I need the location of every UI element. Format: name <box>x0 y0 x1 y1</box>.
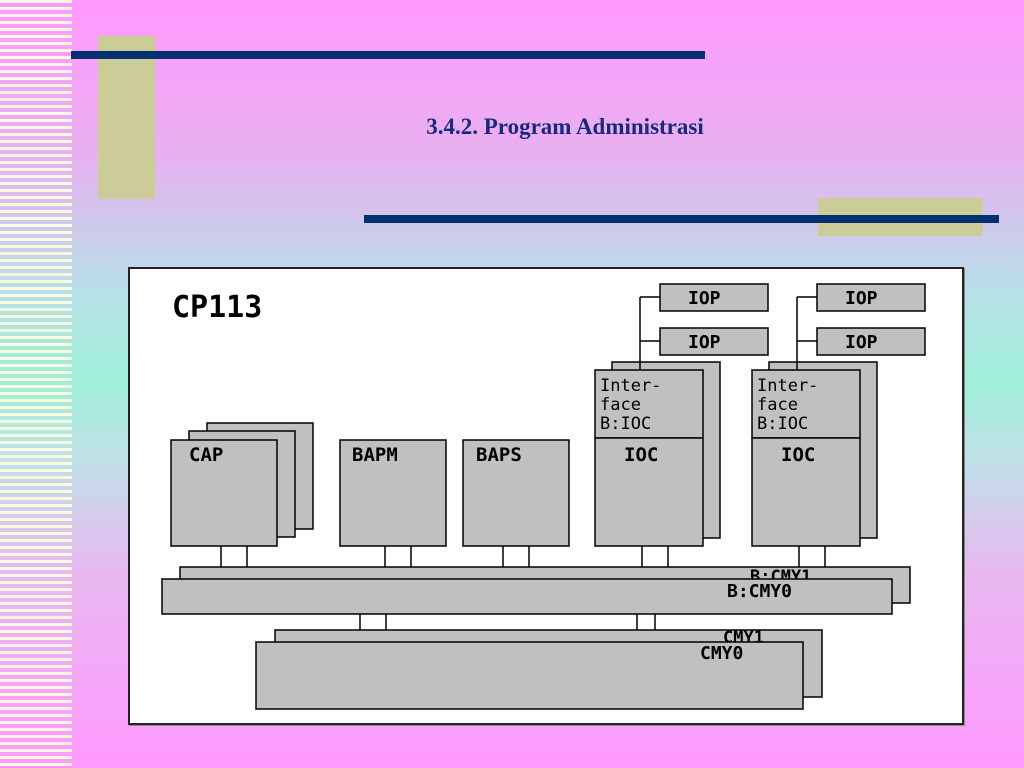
ioc2-interface-line3: B:IOC <box>757 414 808 434</box>
ioc1-interface-line2: face <box>600 395 641 415</box>
ioc2-label: IOC <box>781 444 815 466</box>
bcmy0-bus <box>161 578 893 615</box>
system-label: CP113 <box>172 290 262 325</box>
khaki-block-left <box>98 36 155 199</box>
ioc2-box <box>751 437 861 547</box>
decorative-stripes <box>0 0 72 768</box>
ioc2-interface-line2: face <box>757 395 798 415</box>
iop2b-box <box>816 327 926 356</box>
diagram-frame: CP113 CAP BAPM BAPS Inter- face B:IOC IO… <box>128 267 964 725</box>
cmy0-bus <box>255 641 804 710</box>
ioc1-interface-line3: B:IOC <box>600 414 651 434</box>
ioc1-box <box>594 437 704 547</box>
baps-box <box>462 439 570 547</box>
bottom-rule <box>364 215 999 223</box>
baps-label: BAPS <box>476 444 522 466</box>
cap-box <box>170 439 278 547</box>
slide-title: 3.4.2. Program Administrasi <box>426 114 704 139</box>
bapm-box <box>339 439 447 547</box>
cap-label: CAP <box>189 444 223 466</box>
iop2a-label: IOP <box>845 288 878 309</box>
ioc2-interface-line1: Inter- <box>757 376 818 396</box>
iop2b-label: IOP <box>845 332 878 353</box>
bcmy0-label: B:CMY0 <box>727 581 792 602</box>
iop1a-label: IOP <box>688 288 721 309</box>
cmy0-label: CMY0 <box>700 643 743 664</box>
ioc1-interface-line1: Inter- <box>600 376 661 396</box>
top-rule <box>71 51 705 59</box>
iop1b-label: IOP <box>688 332 721 353</box>
cp113-diagram: CP113 CAP BAPM BAPS Inter- face B:IOC IO… <box>161 283 926 710</box>
iop1a-box <box>659 283 769 312</box>
iop2a-box <box>816 283 926 312</box>
iop1b-box <box>659 327 769 356</box>
ioc1-label: IOC <box>624 444 658 466</box>
iop-connectors <box>639 296 817 370</box>
ioc2-interface-box <box>751 369 861 439</box>
bapm-label: BAPM <box>352 444 398 466</box>
